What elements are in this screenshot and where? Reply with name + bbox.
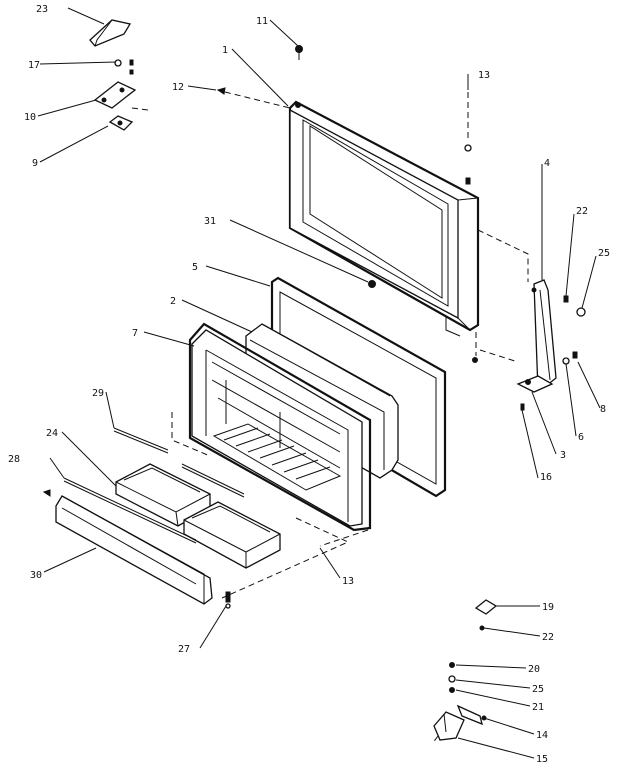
- label-28: 28: [8, 454, 20, 465]
- label-30: 30: [30, 570, 42, 581]
- label-10: 10: [24, 112, 36, 123]
- part-shelf-rail-upper: [113, 427, 169, 454]
- part-bracket-bolt: [520, 403, 525, 411]
- part-hinge-pin: [216, 87, 226, 95]
- part-frame-screw-upper: [464, 92, 472, 185]
- label-21: 21: [532, 702, 544, 713]
- part-door-frame: [288, 100, 480, 337]
- label-20: 20: [528, 664, 540, 675]
- label-19: 19: [542, 602, 554, 613]
- label-13-lower: 13: [342, 576, 354, 587]
- part-door-bin-right: [183, 501, 281, 569]
- assembly-guide-lines: [131, 91, 529, 745]
- part-shelf-rail-lower: [63, 463, 245, 544]
- part-lower-hinge-bracket: [516, 279, 557, 393]
- label-4: 4: [544, 158, 550, 169]
- part-shelf-clip: [225, 591, 231, 609]
- label-17: 17: [28, 60, 40, 71]
- label-1: 1: [222, 45, 228, 56]
- part-top-screw: [295, 45, 303, 60]
- label-5: 5: [192, 262, 198, 273]
- label-13-upper: 13: [478, 70, 490, 81]
- label-11: 11: [256, 16, 268, 27]
- label-16: 16: [540, 472, 552, 483]
- label-25-upper: 25: [598, 248, 610, 259]
- part-gasket-fastener: [368, 280, 376, 288]
- label-15: 15: [536, 754, 548, 765]
- label-12: 12: [172, 82, 184, 93]
- label-29: 29: [92, 388, 104, 399]
- part-handle-cap: [89, 19, 132, 47]
- part-top-hinge-assembly: [93, 59, 137, 131]
- part-frame-screw-lower: [472, 332, 478, 363]
- part-small-bracket: [474, 599, 498, 631]
- label-9: 9: [32, 158, 38, 169]
- part-lower-hinge-parts: [433, 662, 487, 741]
- label-24: 24: [46, 428, 58, 439]
- label-2: 2: [170, 296, 176, 307]
- label-31: 31: [204, 216, 216, 227]
- label-8: 8: [600, 404, 606, 415]
- label-22-upper: 22: [576, 206, 588, 217]
- label-23: 23: [36, 4, 48, 15]
- leader-lines: [37, 7, 601, 759]
- label-25-lower: 25: [532, 684, 544, 695]
- part-number-labels: 23 17 10 9 11 1 12 13 31 5 2 7 29 24 28 …: [8, 4, 610, 765]
- part-long-door-shelf: [42, 489, 213, 605]
- label-27: 27: [178, 644, 190, 655]
- part-bracket-screw: [563, 295, 586, 317]
- label-22-lower: 22: [542, 632, 554, 643]
- part-bracket-washer: [562, 351, 578, 365]
- label-14: 14: [536, 730, 548, 741]
- label-7: 7: [132, 328, 138, 339]
- label-3: 3: [560, 450, 566, 461]
- part-door-liner: [188, 322, 372, 532]
- liner-shelf-grid: [212, 423, 342, 491]
- label-6: 6: [578, 432, 584, 443]
